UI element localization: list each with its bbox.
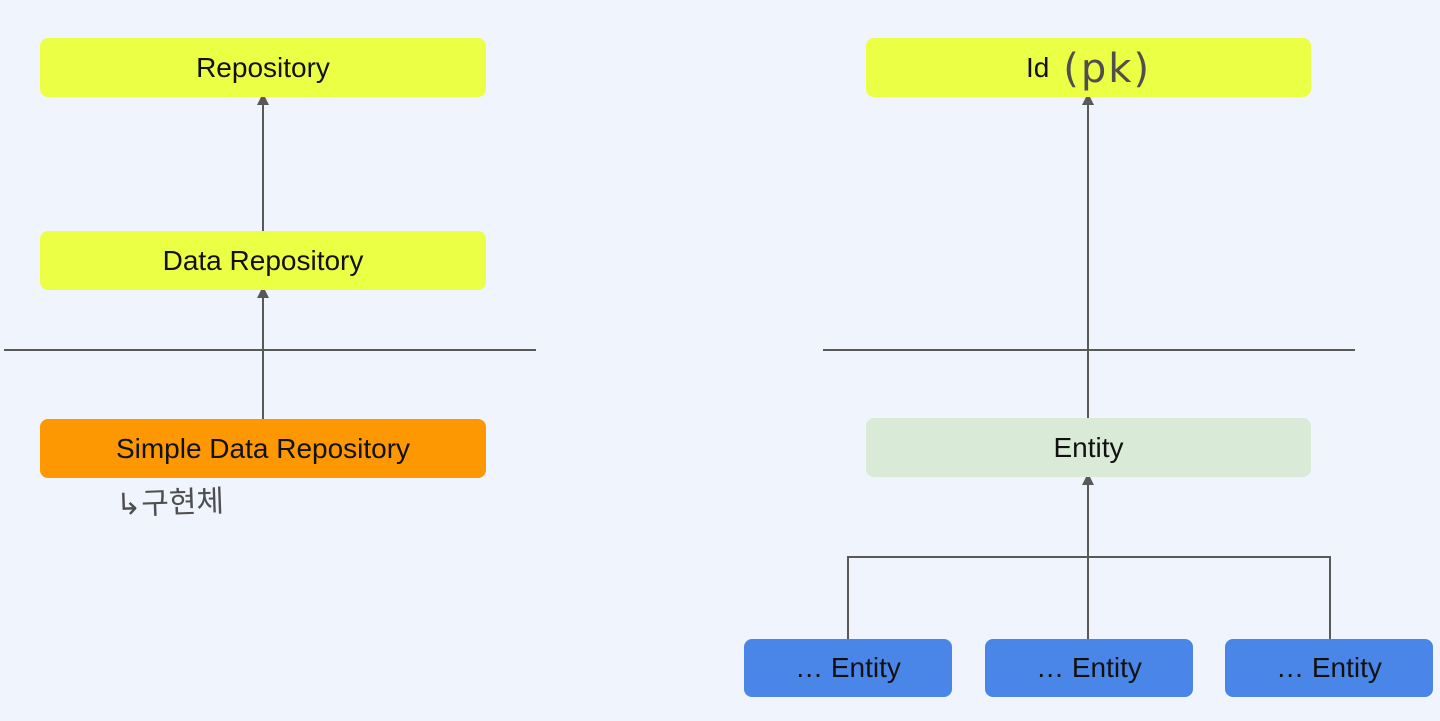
implementation-note: ↳구현체 xyxy=(115,484,225,523)
id-label: Id xyxy=(1025,51,1050,83)
data-repository-label: Data Repository xyxy=(162,244,364,276)
data-repository-box: Data Repository xyxy=(40,231,486,290)
entity-label: Entity xyxy=(1053,431,1124,463)
sub-entity-box: … Entity xyxy=(985,639,1193,697)
pk-note: (pk) xyxy=(1063,45,1152,92)
entity-box: Entity xyxy=(866,418,1311,477)
simple-data-repository-box: Simple Data Repository xyxy=(40,419,486,478)
simple-data-repository-label: Simple Data Repository xyxy=(115,432,411,464)
repository-label: Repository xyxy=(196,51,330,83)
id-box: Id (pk) xyxy=(866,38,1311,97)
sub-entity-label: … Entity xyxy=(795,652,901,683)
repository-box: Repository xyxy=(40,38,486,97)
sub-entity-box: … Entity xyxy=(1225,639,1433,697)
sub-entity-box: … Entity xyxy=(744,639,952,697)
sub-entity-label: … Entity xyxy=(1276,652,1382,683)
branch-connector xyxy=(847,556,1331,639)
sub-entity-label: … Entity xyxy=(1036,652,1142,683)
